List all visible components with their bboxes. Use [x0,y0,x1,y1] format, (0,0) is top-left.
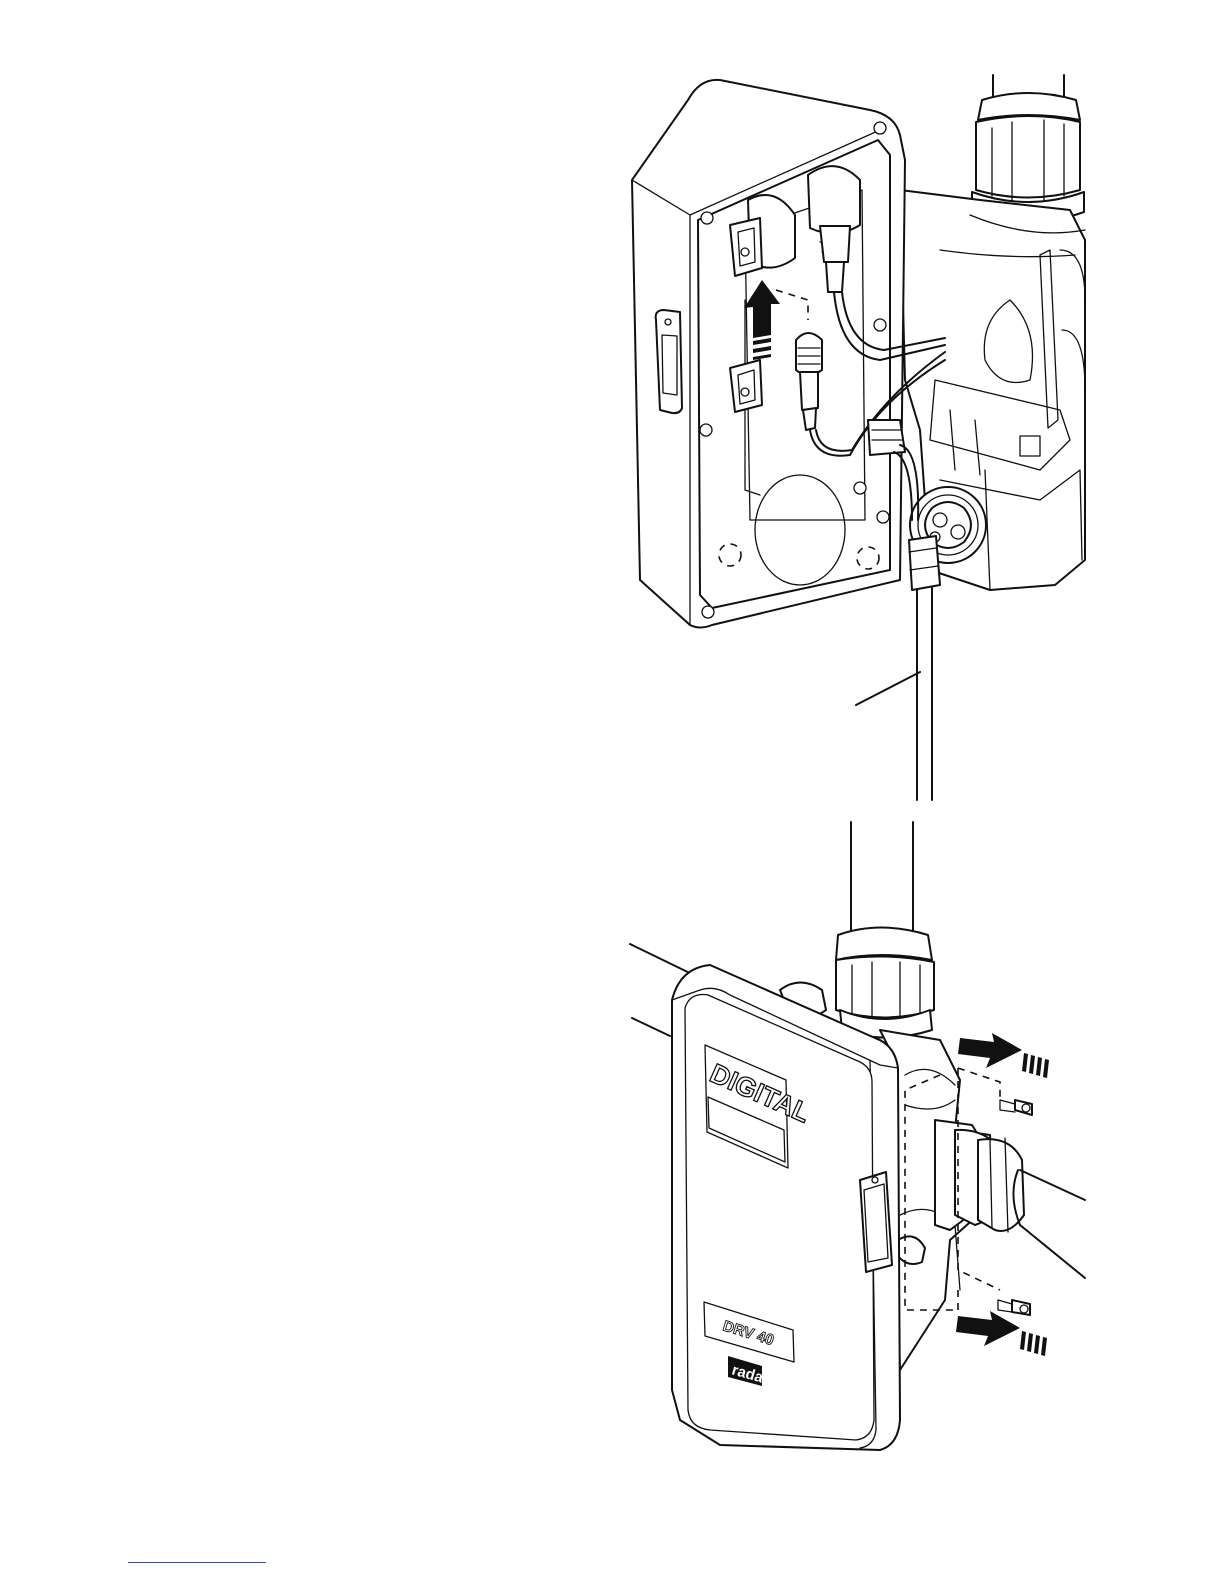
supply-pipe-vertical [836,822,934,1038]
footer-rule [128,1562,266,1563]
control-box-closed [672,965,900,1450]
control-box-open [632,80,905,628]
open-control-box-illustration [632,75,1085,800]
assembled-unit-illustration: DIGITAL DRV 40 rada [630,822,1085,1450]
screw-upper [1000,1100,1032,1115]
push-arrow-lower [956,1311,1047,1356]
push-arrow-upper [958,1033,1049,1078]
screw-lower [998,1300,1030,1315]
supply-pipe-top [972,75,1084,222]
